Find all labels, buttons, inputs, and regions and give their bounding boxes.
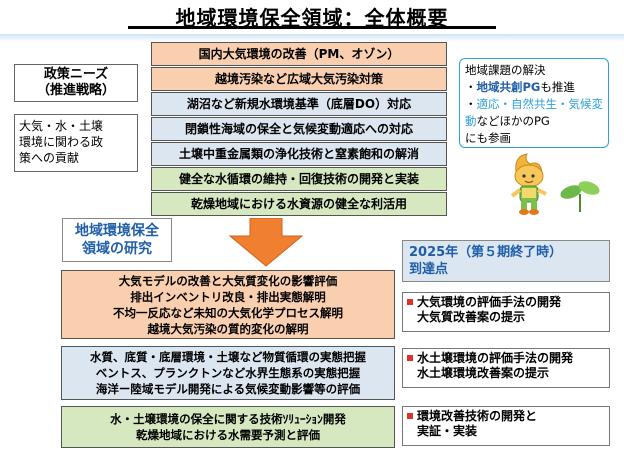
policy-needs-box: 政策ニーズ （推進戦略） — [14, 64, 138, 102]
other-pg-highlight: 適応・自然共生・気候変動 — [465, 97, 603, 128]
policy-item: 湖沼など新規水環境基準（底層DO）対応 — [151, 92, 447, 116]
research-line: 水質、底質・底層環境・土壌など物質循環の実態把握 — [90, 350, 366, 364]
outcome-line: 水土壌環境改善案の提示 — [417, 366, 550, 380]
outcome-line: 大気質改善案の提示 — [417, 310, 526, 324]
policy-item: 越境汚染など広域大気汚染対策 — [151, 67, 447, 91]
red-square-marker-icon — [407, 299, 413, 305]
title-bar: 地域環境保全領域：全体概要 — [0, 0, 624, 34]
contribution-line: 環境に関わる政 — [19, 135, 104, 149]
research-line: 海洋ー陸域モデル開発による気候変動影響等の評価 — [95, 382, 361, 396]
research-item-water: 水質、底質・底層環境・土壌など物質循環の実態把握 ベントス、プランクトンなど水界… — [61, 346, 395, 400]
regional-note-box: 地域課題の解決 ・地域共創PGも推進 ・適応・自然共生・気候変動などほかのPG … — [459, 58, 609, 148]
contribution-box: 大気・水・土壌 環境に関わる政 策への貢献 — [14, 114, 138, 172]
research-item-air: 大気モデルの改善と大気質変化の影響評価 排出インベントリ改良・排出実態解明 不均… — [61, 270, 395, 339]
research-line: ベントス、プランクトンなど水界生態系の実態把握 — [95, 366, 361, 380]
red-square-marker-icon — [407, 355, 413, 361]
character-mascot-icon — [510, 153, 547, 215]
research-line: 排出インベントリ改良・排出実態解明 — [130, 289, 326, 304]
regional-pg-highlight: 地域共創PG — [476, 80, 541, 94]
regional-note-line: にも参画 — [465, 131, 511, 145]
policy-item: 国内大気環境の改善（PM、オゾン） — [151, 42, 447, 66]
research-line: 大気モデルの改善と大気質変化の影響評価 — [118, 273, 338, 288]
regional-note-line: ・地域共創PGも推進 — [465, 80, 575, 94]
contribution-line: 策への貢献 — [19, 151, 80, 165]
regional-note-line: ・適応・自然共生・気候変動などほかのPG — [465, 97, 603, 128]
down-arrow-icon — [228, 218, 304, 267]
policy-item: 乾燥地域における水資源の健全な利活用 — [151, 192, 447, 216]
target-label: 到達点 — [409, 262, 449, 277]
policy-item: 健全な水循環の維持・回復技術の開発と実装 — [151, 167, 447, 191]
research-line: 水・土壌環境の保全に関する技術ｿﾘｭｰｼｮﾝ開発 — [110, 412, 346, 426]
sprout-icon — [560, 181, 600, 212]
title-band — [0, 34, 624, 42]
policy-needs-heading: 政策ニーズ — [43, 67, 109, 82]
target-year: 2025年（第５期終了時） — [409, 245, 563, 260]
regional-note-line: 地域課題の解決 — [465, 63, 546, 77]
outcome-line: 実証・実装 — [417, 424, 478, 438]
outcome-line: 水土壌環境の評価手法の開発 — [407, 351, 605, 366]
research-label-line: 地域環境保全 — [75, 223, 159, 239]
outcome-tech: 環境改善技術の開発と 実証・実装 — [402, 406, 610, 446]
policy-needs-subheading: （推進戦略） — [36, 83, 115, 98]
red-square-marker-icon — [407, 413, 413, 419]
outcome-water: 水土壌環境の評価手法の開発 水土壌環境改善案の提示 — [402, 348, 610, 388]
research-label-box: 地域環境保全 領域の研究 — [62, 218, 172, 262]
research-label-line: 領域の研究 — [82, 241, 152, 257]
policy-item: 土壌中重金属類の浄化技術と窒素飽和の解消 — [151, 142, 447, 166]
outcome-air: 大気環境の評価手法の開発 大気質改善案の提示 — [402, 292, 610, 332]
outcome-line: 環境改善技術の開発と — [407, 409, 605, 424]
title-underline — [128, 26, 496, 29]
contribution-line: 大気・水・土壌 — [19, 119, 104, 133]
policy-item: 閉鎖性海域の保全と気候変動適応への対応 — [151, 117, 447, 141]
research-line: 越境大気汚染の質的変化の解明 — [147, 321, 309, 336]
outcome-line: 大気環境の評価手法の開発 — [407, 295, 605, 310]
research-line: 乾燥地域における水需要予測と評価 — [136, 428, 320, 442]
target-box: 2025年（第５期終了時） 到達点 — [402, 240, 610, 282]
research-item-tech: 水・土壌環境の保全に関する技術ｿﾘｭｰｼｮﾝ開発 乾燥地域における水需要予測と評… — [61, 406, 395, 448]
research-line: 不均一反応など未知の大気化学プロセス解明 — [113, 305, 343, 320]
